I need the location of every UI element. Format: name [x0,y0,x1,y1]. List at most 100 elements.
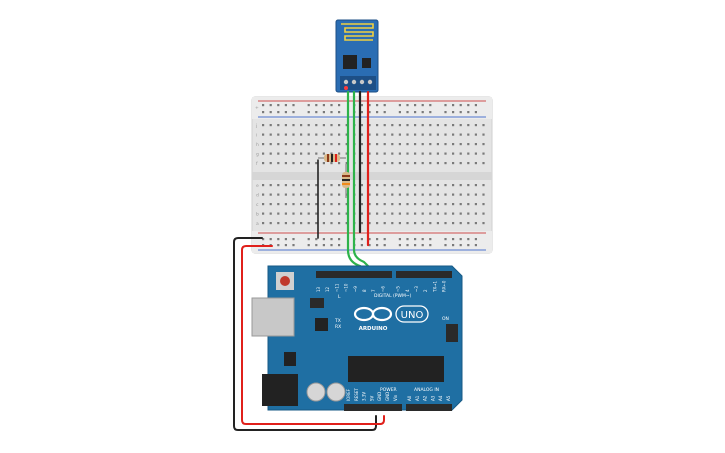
breadboard-hole [307,222,310,225]
breadboard-hole [315,152,318,155]
power-jack [262,374,298,406]
breadboard-hole [444,238,447,241]
breadboard-hole [414,203,417,206]
breadboard-hole [307,184,310,187]
breadboard-hole [262,152,265,155]
breadboard-hole [262,203,265,206]
breadboard-hole [345,162,348,165]
breadboard-hole [436,143,439,146]
breadboard-hole [262,193,265,196]
breadboard-hole [474,238,477,241]
analog-pin-label: A2 [423,395,428,401]
breadboard-hole [277,152,280,155]
breadboard-hole [376,193,379,196]
breadboard-hole [277,143,280,146]
breadboard-hole [262,222,265,225]
breadboard-hole [452,184,455,187]
breadboard-hole [383,203,386,206]
breadboard-hole [452,124,455,127]
breadboard-hole [368,244,371,247]
breadboard-hole [414,133,417,136]
breadboard-hole [474,152,477,155]
breadboard-hole [383,212,386,215]
row-letter: a [256,222,259,227]
breadboard-hole [383,238,386,241]
digital-label: DIGITAL (PWM~) [374,293,412,299]
breadboard-hole [338,203,341,206]
breadboard-hole [406,222,409,225]
breadboard-hole [452,143,455,146]
reset-button[interactable] [280,276,290,286]
resistor-icon [342,164,350,198]
breadboard-hole [368,203,371,206]
breadboard-hole [414,124,417,127]
breadboard-hole [284,193,287,196]
resistor-icon [318,154,346,162]
breadboard-hole [315,238,318,241]
breadboard-hole [444,152,447,155]
breadboard-hole [360,238,363,241]
breadboard-hole [467,212,470,215]
breadboard-hole [406,238,409,241]
breadboard-hole [398,184,401,187]
breadboard-hole [383,222,386,225]
breadboard-hole [368,124,371,127]
breadboard-hole [383,162,386,165]
breadboard-hole [398,193,401,196]
breadboard-hole [452,212,455,215]
breadboard-hole [376,244,379,247]
breadboard-hole [376,212,379,215]
breadboard-hole [322,104,325,107]
breadboard-hole [368,133,371,136]
breadboard-hole [284,212,287,215]
breadboard-hole [284,203,287,206]
breadboard-hole [368,193,371,196]
breadboard-hole [338,162,341,165]
breadboard-hole [345,222,348,225]
breadboard-hole [277,203,280,206]
breadboard-hole [421,162,424,165]
breadboard-hole [414,212,417,215]
breadboard-hole [429,212,432,215]
breadboard-hole [406,162,409,165]
digital-pin-label: 8 [362,289,367,292]
breadboard-hole [467,203,470,206]
breadboard-hole [421,193,424,196]
breadboard-hole [376,238,379,241]
breadboard-hole [429,238,432,241]
breadboard-hole [391,143,394,146]
breadboard-hole [429,244,432,247]
breadboard-hole [383,193,386,196]
breadboard-hole [398,203,401,206]
digital-pin-label: 2 [423,289,428,292]
breadboard-hole [307,193,310,196]
analog-pin-label: A3 [430,395,435,401]
breadboard-hole [406,203,409,206]
breadboard-hole [277,238,280,241]
breadboard-hole [467,143,470,146]
breadboard-hole [459,203,462,206]
breadboard-hole [452,244,455,247]
breadboard-hole [315,203,318,206]
breadboard-hole [391,162,394,165]
breadboard-hole [292,124,295,127]
breadboard-hole [338,184,341,187]
breadboard-hole [406,133,409,136]
breadboard-hole [429,133,432,136]
breadboard-hole [398,238,401,241]
breadboard-hole [330,124,333,127]
row-letter: b [256,212,259,218]
breadboard-hole [376,133,379,136]
breadboard-hole [452,193,455,196]
breadboard-hole [338,222,341,225]
breadboard-hole [436,193,439,196]
digital-pin-label: TX→1 [432,280,437,293]
breadboard-hole [429,193,432,196]
breadboard-hole [391,133,394,136]
breadboard-hole [292,203,295,206]
breadboard-hole [277,212,280,215]
breadboard-hole [284,152,287,155]
breadboard-hole [330,212,333,215]
breadboard-hole [421,222,424,225]
breadboard-hole [330,104,333,107]
